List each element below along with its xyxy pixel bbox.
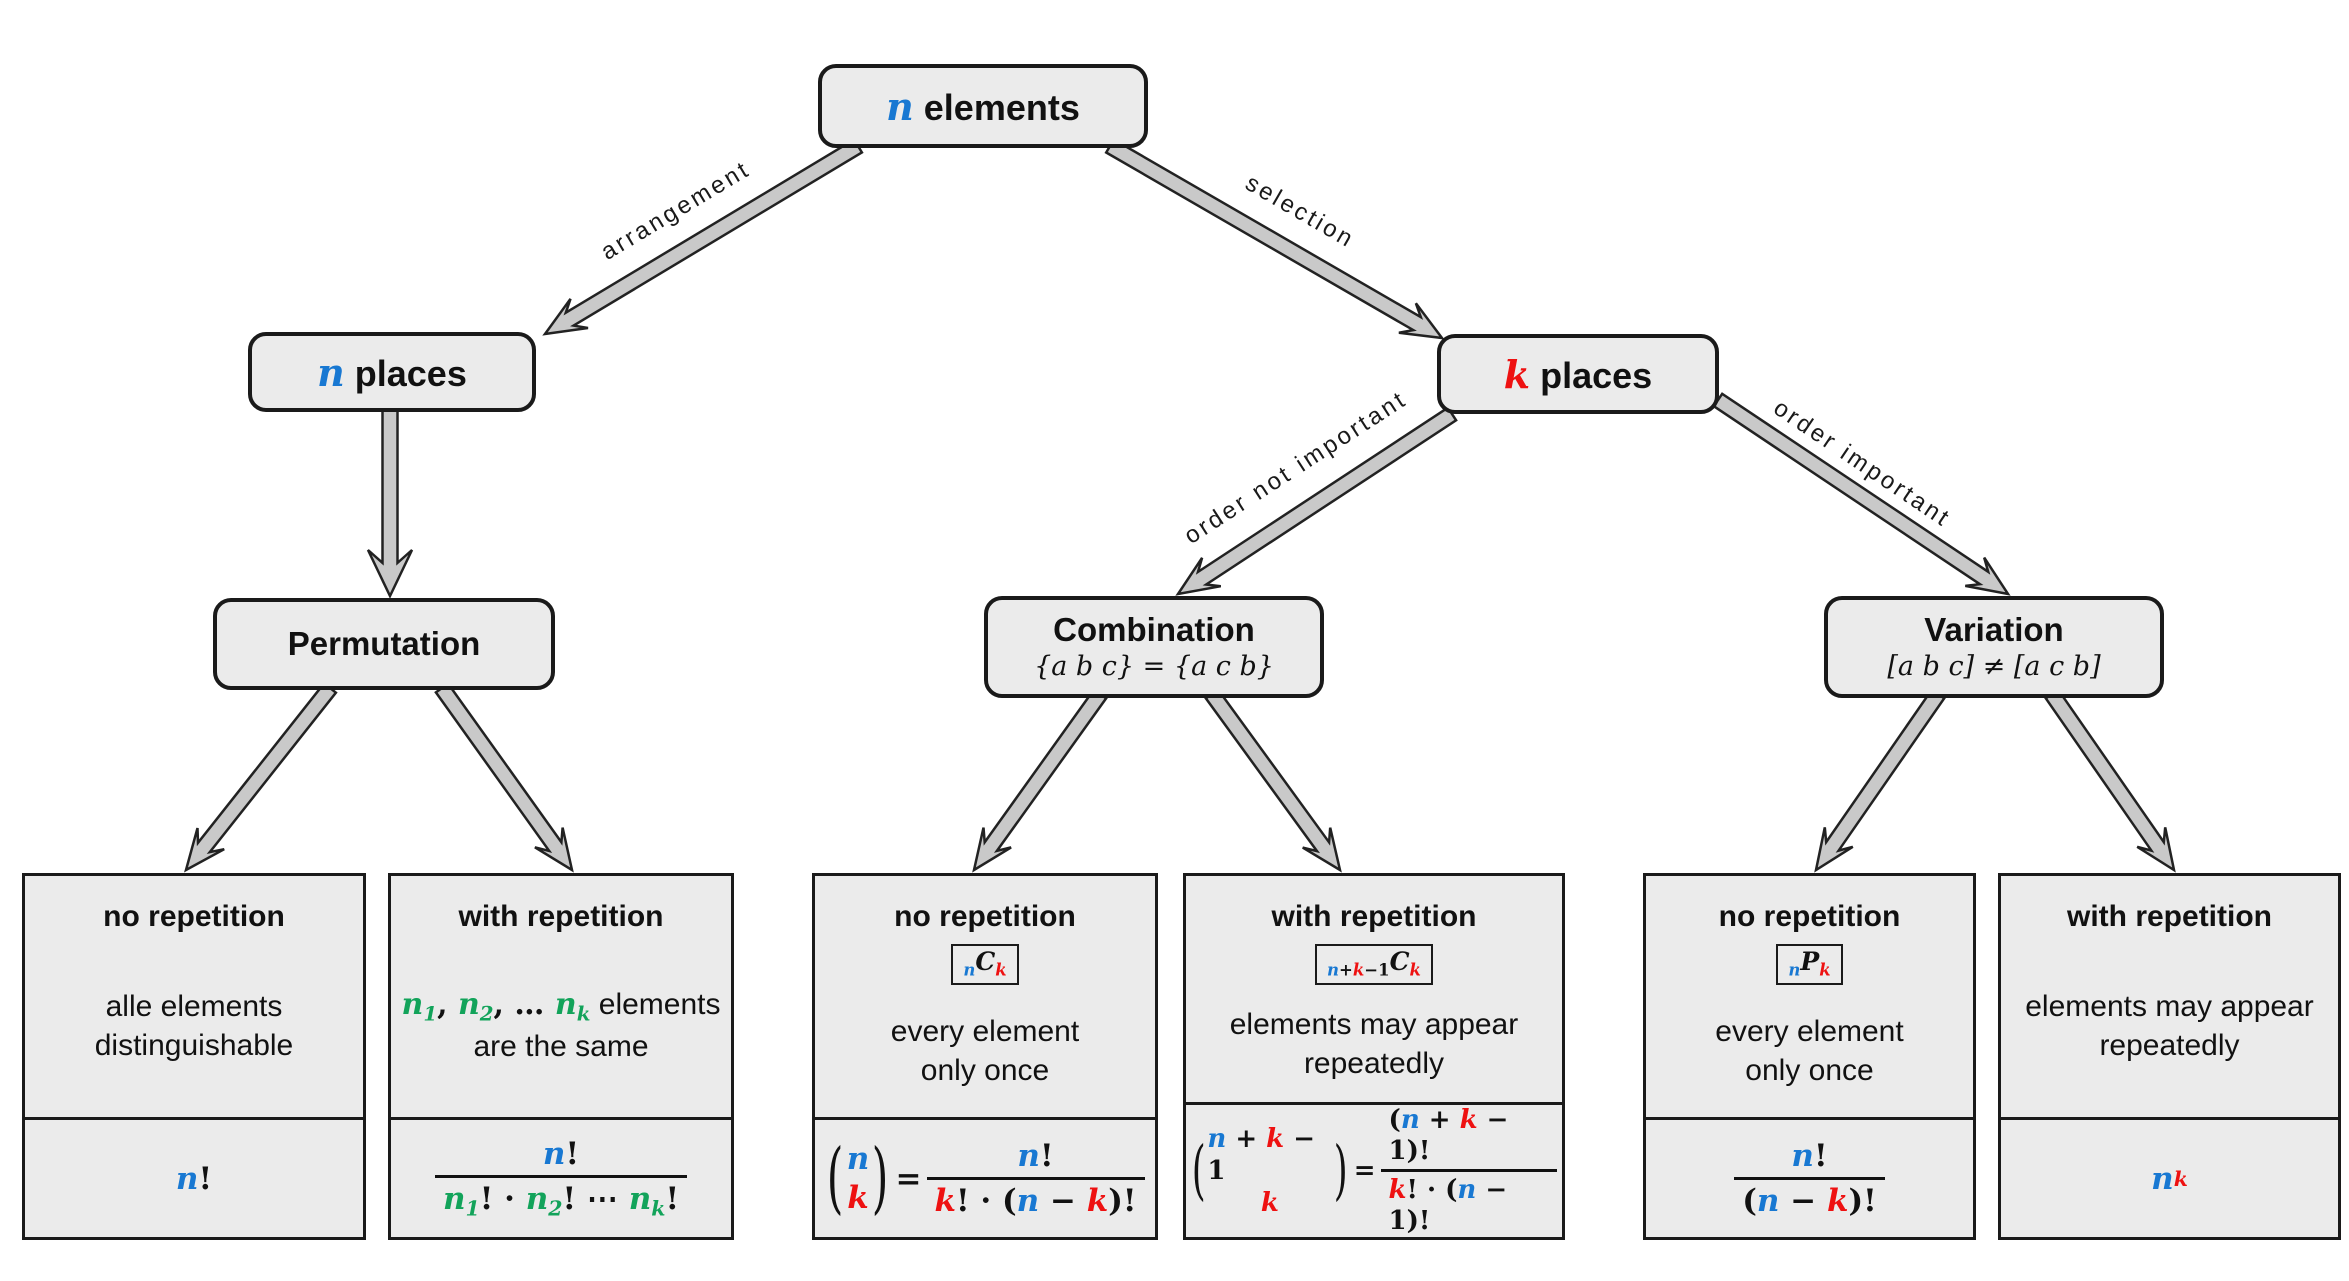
leaf-header: no repetition <box>103 900 285 933</box>
node-variation-subtitle: [a b c] ≠ [a c b] <box>1887 651 2101 683</box>
leaf-combination-with-repetition: with repetition n+k−1Ck elements may app… <box>1183 873 1565 1240</box>
node-variation-title: Variation <box>1924 610 2064 648</box>
arrow-combination-to-with-repetition <box>1204 687 1342 873</box>
nPk-badge: nPk <box>1776 944 1843 986</box>
node-combination-subtitle: {a b c} = {a c b} <box>1034 651 1274 683</box>
arrow-permutation-to-no-repetition <box>184 681 338 873</box>
leaf-header: with repetition <box>458 900 664 933</box>
leaf-formula: n!n1! · n2! ⋯ nk! <box>391 1117 731 1237</box>
arrow-variation-to-with-repetition <box>2044 687 2176 873</box>
node-combination: Combination {a b c} = {a c b} <box>984 596 1324 698</box>
node-permutation-title: Permutation <box>287 624 481 662</box>
arrow-k-places-to-combination <box>1175 405 1458 596</box>
leaf-header: no repetition <box>1718 900 1901 933</box>
node-n-places-label: n places <box>317 349 467 395</box>
node-permutation: Permutation <box>213 598 555 690</box>
node-variation: Variation [a b c] ≠ [a c b] <box>1824 596 2164 698</box>
leaf-header: with repetition <box>1271 900 1477 933</box>
leaf-formula: n! <box>25 1117 363 1237</box>
node-n-places: n places <box>248 332 536 412</box>
node-k-places: k places <box>1437 334 1719 414</box>
leaf-header: no repetition <box>894 900 1076 933</box>
n+k-1Ck-badge: n+k−1Ck <box>1315 944 1433 986</box>
node-n-elements: n elements <box>818 64 1148 148</box>
arrow-n-places-to-permutation <box>366 406 414 599</box>
arrow-permutation-to-with-repetition <box>434 681 574 873</box>
node-combination-title: Combination <box>1053 610 1255 648</box>
leaf-formula: n!(n − k)! <box>1646 1117 1973 1237</box>
arrow-root-to-n-places <box>542 137 864 336</box>
arrow-combination-to-no-repetition <box>972 687 1108 873</box>
node-n-elements-label: n elements <box>886 83 1080 129</box>
nCk-badge: nCk <box>951 944 1019 986</box>
arrow-root-to-k-places <box>1104 137 1445 340</box>
arrow-k-places-to-variation <box>1712 392 2011 596</box>
node-k-places-label: k places <box>1503 351 1653 397</box>
arrow-variation-to-no-repetition <box>1814 687 1946 873</box>
leaf-header: with repetition <box>2067 900 2272 933</box>
